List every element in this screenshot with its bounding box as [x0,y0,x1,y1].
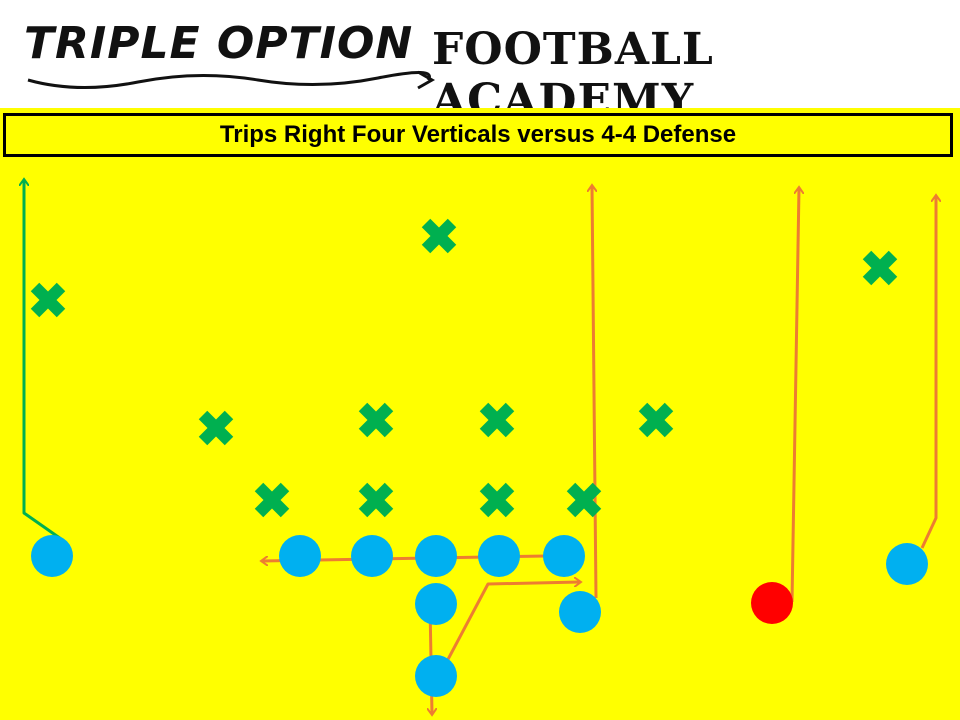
offense-left-wr [31,535,73,577]
header-banner: TRIPLE OPTION FOOTBALL ACADEMY [0,0,960,126]
defender-x-icon [421,218,457,254]
defender-x-stroke [862,250,898,286]
route-left-wr-vertical [24,180,65,543]
offense-lineman [478,535,520,577]
defender-x-stroke [638,402,674,438]
route-rb-flat [443,582,580,666]
route-outside-vertical [920,196,936,549]
play-title-bar: Trips Right Four Verticals versus 4-4 De… [3,113,953,157]
offense-lineman [543,535,585,577]
defender-x-stroke [479,402,515,438]
offense-lineman [279,535,321,577]
offense-layer [31,535,928,697]
offense-slot [559,591,601,633]
offense-red-player [751,582,793,624]
route-inner-vertical [790,188,799,603]
defense-layer [30,218,898,518]
defender-x-icon [358,482,394,518]
defender-x-stroke [358,402,394,438]
defender-x-stroke [254,482,290,518]
defender-x-icon [254,482,290,518]
play-title: Trips Right Four Verticals versus 4-4 De… [219,121,737,148]
defender-x-icon [566,482,602,518]
defender-x-stroke [358,482,394,518]
offense-lineman [351,535,393,577]
defender-x-stroke [566,482,602,518]
defender-x-icon [862,250,898,286]
defender-x-stroke [479,482,515,518]
offense-fullback [415,583,457,625]
offense-center [415,535,457,577]
defender-x-icon [358,402,394,438]
offense-running-back [415,655,457,697]
defender-x-icon [198,410,234,446]
route-slot-vertical [592,186,598,599]
defender-x-icon [479,482,515,518]
defender-x-icon [479,402,515,438]
logo-swoosh-icon [27,70,436,90]
defender-x-icon [638,402,674,438]
logo-triple-option: TRIPLE OPTION [24,18,414,69]
defender-x-icon [30,282,66,318]
offense-outside-wr [886,543,928,585]
routes-layer [24,180,936,714]
defender-x-stroke [421,218,457,254]
defender-x-stroke [30,282,66,318]
defender-x-stroke [198,410,234,446]
